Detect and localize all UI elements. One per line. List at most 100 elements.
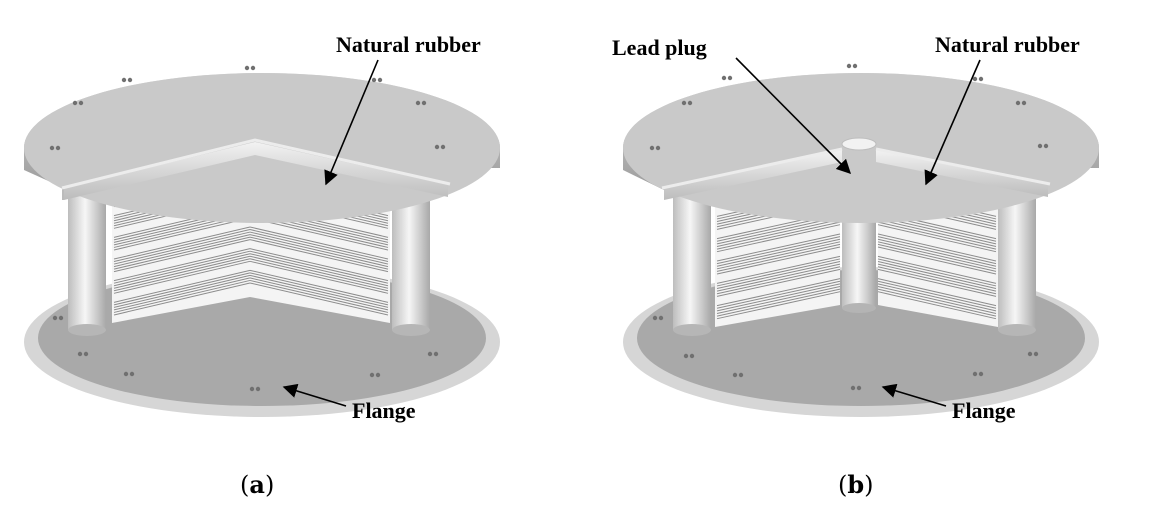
rubber-layer-line <box>877 221 997 250</box>
rubber-layer-line <box>716 266 841 295</box>
rubber-layer-line <box>716 285 841 314</box>
rubber-layer-line <box>716 288 841 317</box>
column-left-b <box>673 195 711 336</box>
label-natural-rubber-a: Natural rubber <box>336 32 481 57</box>
rubber-layer-line <box>716 243 841 272</box>
caption-a: (a) <box>240 470 274 499</box>
rubber-layer-line <box>877 238 997 267</box>
label-flange-a: Flange <box>352 398 416 423</box>
rubber-layer-line <box>249 234 389 268</box>
rubber-layer-line <box>249 236 389 270</box>
rubber-layer-line <box>716 278 841 307</box>
caption-b-letter: b <box>847 470 864 499</box>
rubber-layer-line <box>113 226 251 260</box>
rubber-layer-line <box>716 224 841 253</box>
rubber-layer-line <box>716 221 841 250</box>
rubber-layer-line <box>113 272 251 306</box>
rubber-layer-line <box>249 239 389 273</box>
rubber-layer-line <box>716 280 841 309</box>
rubber-layer-line <box>249 277 389 311</box>
column-left-a <box>68 195 106 336</box>
rubber-layer-line <box>877 241 997 270</box>
rubber-layer-line <box>249 250 389 284</box>
rubber-layer-line <box>249 282 389 316</box>
rubber-layer-line <box>716 233 841 262</box>
rubber-layer-line <box>113 277 251 311</box>
rubber-layer-line <box>113 253 251 287</box>
rubber-layer-line <box>113 255 251 289</box>
rubber-layer-line <box>113 234 251 268</box>
rubber-layer-line <box>877 236 997 265</box>
rubber-layer-line <box>113 236 251 270</box>
rubber-layer-line <box>877 280 997 309</box>
rubber-layer-line <box>113 231 251 265</box>
top-plate-a <box>24 73 500 223</box>
rubber-layer-line <box>877 288 997 317</box>
rubber-layer-line <box>716 236 841 265</box>
rubber-layer-line <box>877 261 997 290</box>
column-right-b <box>998 195 1036 336</box>
rubber-layer-line <box>877 224 997 253</box>
bottom-bolts-a <box>52 315 439 392</box>
caption-a-letter: a <box>249 470 265 499</box>
label-natural-rubber-b: Natural rubber <box>935 32 1080 57</box>
rubber-layer-line <box>249 258 389 292</box>
rubber-layer-line <box>716 255 841 284</box>
rubber-layer-line <box>249 274 389 308</box>
rubber-layer-line <box>113 260 251 294</box>
rubber-layer-line <box>113 229 251 263</box>
arrow-lead-plug <box>735 57 852 175</box>
rubber-layer-line <box>877 243 997 272</box>
rubber-layer-line <box>113 250 251 284</box>
panel-b: Lead plug Natural rubber Flange (b) <box>612 32 1099 499</box>
top-bolts-a <box>49 65 446 151</box>
label-lead-plug: Lead plug <box>612 35 707 60</box>
arrow-flange-a <box>282 383 347 407</box>
rubber-layer-line <box>113 248 251 282</box>
label-flange-b: Flange <box>952 398 1016 423</box>
rubber-layer-line <box>877 283 997 312</box>
rubber-layer-line <box>877 266 997 295</box>
rubber-layer-line <box>877 233 997 262</box>
rubber-layer-line <box>113 282 251 316</box>
bottom-bolts-b <box>652 315 1039 391</box>
rubber-layer-line <box>877 285 997 314</box>
rubber-layer-line <box>249 231 389 265</box>
rubber-layer-line <box>113 239 251 273</box>
arrow-flange-b <box>881 383 947 407</box>
rubber-layer-line <box>877 291 997 320</box>
rubber-layer-line <box>877 263 997 292</box>
rubber-layer-line <box>113 217 251 251</box>
rubber-layer-line <box>249 253 389 287</box>
arrow-natural-rubber-b <box>924 59 981 186</box>
rubber-layer-line <box>249 272 389 306</box>
top-plate-b <box>623 73 1099 223</box>
rubber-layer-line <box>113 269 251 303</box>
rubber-layer-line <box>877 258 997 287</box>
rubber-layer-line <box>716 241 841 270</box>
rubber-layer-line <box>716 246 841 275</box>
caption-b: (b) <box>838 470 874 499</box>
rubber-layer-line <box>249 226 389 260</box>
rubber-layer-line <box>113 258 251 292</box>
arrow-natural-rubber-a <box>324 59 379 186</box>
column-right-a <box>392 195 430 336</box>
rubber-layer-line <box>716 283 841 312</box>
rubber-layer-line <box>877 218 997 247</box>
rubber-layer-line <box>249 248 389 282</box>
top-bolts-b <box>649 63 1049 151</box>
rubber-layer-line <box>716 291 841 320</box>
rubber-layer-line <box>716 263 841 292</box>
rubber-layer-line <box>877 278 997 307</box>
rubber-layer-line <box>249 279 389 313</box>
rubber-layer-line <box>716 218 841 247</box>
rubber-layer-line <box>249 255 389 289</box>
rubber-layer-line <box>249 269 389 303</box>
rubber-layer-line <box>716 238 841 267</box>
rubber-layer-line <box>249 217 389 251</box>
rubber-layer-line <box>877 268 997 297</box>
rubber-layer-line <box>113 279 251 313</box>
rubber-layer-line <box>716 258 841 287</box>
rubber-layer-line <box>716 261 841 290</box>
